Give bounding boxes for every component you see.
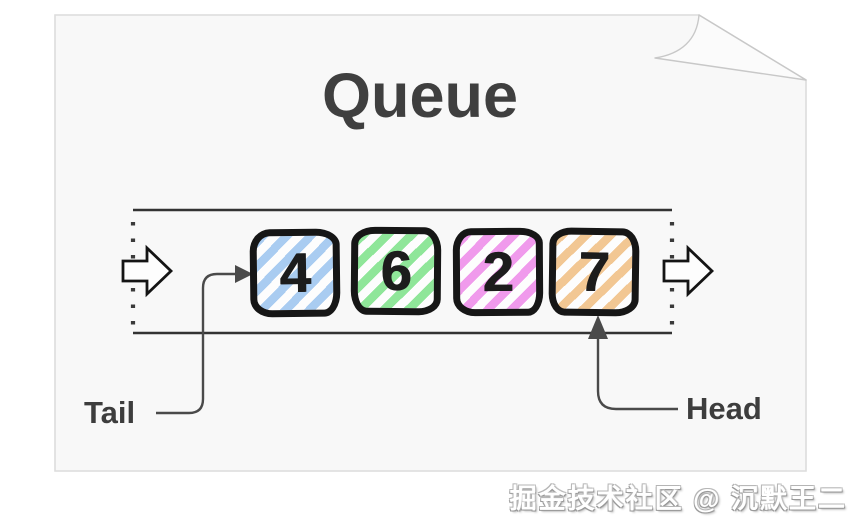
dequeue-arrow-icon (662, 244, 715, 298)
head-pointer-line (596, 336, 678, 411)
queue-item-value: 2 (482, 239, 514, 304)
head-label: Head (686, 391, 762, 426)
diagram-title: Queue (321, 61, 519, 131)
head-pointer-arrowhead-icon (588, 315, 608, 339)
queue-item-box: 2 (452, 227, 544, 317)
queue-item-box: 6 (350, 226, 442, 316)
queue-item-box: 4 (249, 228, 341, 318)
tail-pointer-arrowhead-icon (235, 265, 253, 283)
watermark-text: 掘金技术社区 @ 沉默王二 (509, 484, 847, 514)
queue-item-value: 4 (279, 240, 311, 305)
page-curl-fold (654, 14, 807, 81)
tail-pointer-line (156, 272, 236, 415)
tail-label: Tail (84, 395, 136, 430)
queue-item-box: 7 (548, 227, 640, 317)
queue-item-value: 7 (577, 239, 611, 304)
queue-item-value: 6 (380, 238, 412, 303)
enqueue-arrow-icon (121, 244, 174, 298)
